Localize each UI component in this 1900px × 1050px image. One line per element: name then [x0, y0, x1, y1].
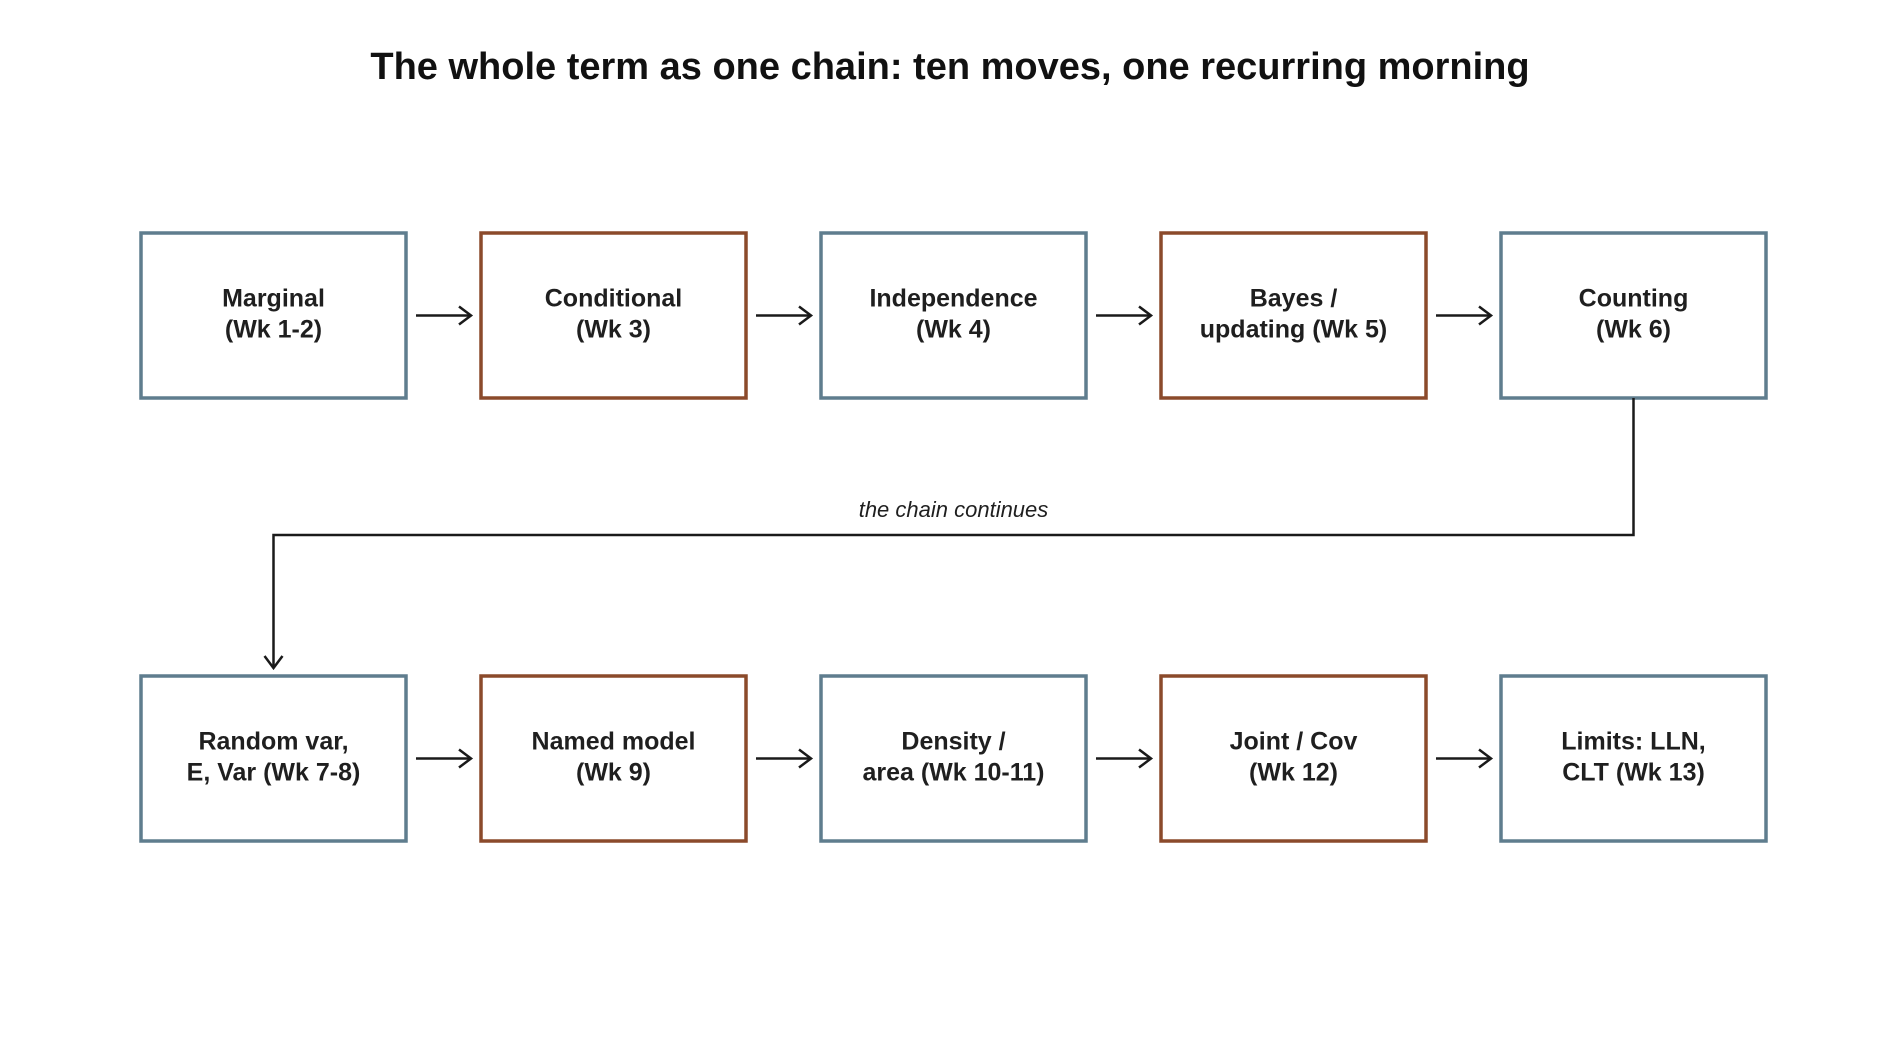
- connector-label: the chain continues: [859, 497, 1049, 522]
- node-box: Counting (Wk 6): [1499, 231, 1768, 400]
- node-box: Bayes / updating (Wk 5): [1159, 231, 1428, 400]
- node-label-line: Conditional: [545, 285, 682, 313]
- node-label-line: (Wk 1-2): [225, 316, 322, 344]
- node-label-line: area (Wk 10-11): [862, 759, 1044, 787]
- node-border: [139, 674, 408, 843]
- flow-arrow-head: [458, 305, 474, 326]
- node-label-line: (Wk 6): [1596, 316, 1671, 344]
- node-box: Named model (Wk 9): [479, 674, 748, 843]
- node-border: [1499, 674, 1768, 843]
- row-connector: [272, 398, 1635, 668]
- node-border: [819, 674, 1088, 843]
- flow-arrow-head: [798, 748, 814, 769]
- node-label-line: Joint / Cov: [1230, 728, 1358, 756]
- node-border: [819, 231, 1088, 400]
- diagram-title: The whole term as one chain: ten moves, …: [370, 46, 1530, 88]
- flow-arrow-head: [1138, 748, 1154, 769]
- node-box: Conditional (Wk 3): [479, 231, 748, 400]
- flow-arrow-head: [798, 305, 814, 326]
- node-label-line: Limits: LLN,: [1561, 728, 1705, 756]
- flow-arrow-head: [1478, 305, 1494, 326]
- node-box: Limits: LLN, CLT (Wk 13): [1499, 674, 1768, 843]
- node-label-line: (Wk 12): [1249, 759, 1338, 787]
- node-box: Density / area (Wk 10-11): [819, 674, 1088, 843]
- node-border: [1159, 674, 1428, 843]
- node-label-line: CLT (Wk 13): [1562, 759, 1705, 787]
- node-label-line: Independence: [869, 285, 1037, 313]
- node-border: [1499, 231, 1768, 400]
- node-label-line: updating (Wk 5): [1200, 316, 1387, 344]
- row-connector-head: [263, 655, 284, 671]
- node-label-line: Density /: [901, 728, 1005, 756]
- node-label-line: Random var,: [198, 728, 348, 756]
- node-border: [1159, 231, 1428, 400]
- node-border: [139, 231, 408, 400]
- node-label-line: (Wk 4): [916, 316, 991, 344]
- node-border: [479, 231, 748, 400]
- node-label-line: Counting: [1579, 285, 1689, 313]
- node-border: [479, 674, 748, 843]
- node-box: Marginal (Wk 1-2): [139, 231, 408, 400]
- node-label-line: (Wk 3): [576, 316, 651, 344]
- node-label-line: E, Var (Wk 7-8): [187, 759, 361, 787]
- node-label-line: (Wk 9): [576, 759, 651, 787]
- node-box: Independence (Wk 4): [819, 231, 1088, 400]
- flow-arrow-head: [458, 748, 474, 769]
- flow-arrow-head: [1478, 748, 1494, 769]
- node-label-line: Bayes /: [1250, 285, 1338, 313]
- node-box: Random var, E, Var (Wk 7-8): [139, 674, 408, 843]
- node-box: Joint / Cov (Wk 12): [1159, 674, 1428, 843]
- node-label-line: Named model: [532, 728, 696, 756]
- flow-arrow-head: [1138, 305, 1154, 326]
- node-label-line: Marginal: [222, 285, 325, 313]
